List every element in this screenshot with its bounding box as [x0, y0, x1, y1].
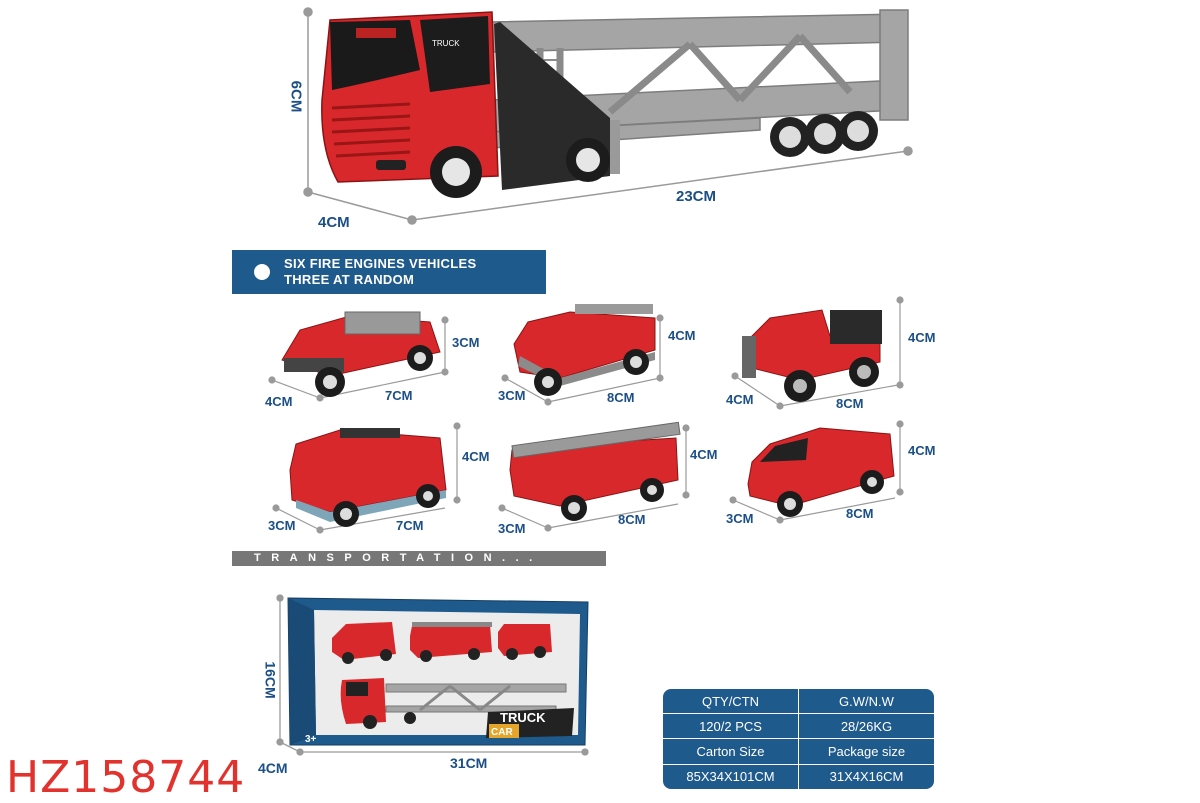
vehicle-4-height: 4CM	[462, 449, 490, 464]
vehicle-3-width: 8CM	[836, 396, 864, 411]
truck-length-label: 23CM	[676, 188, 717, 205]
table-cell: Package size	[798, 738, 934, 765]
vehicle-2-width: 8CM	[607, 390, 635, 405]
package-depth-label: 4CM	[258, 760, 288, 776]
spec-table: QTY/CTN G.W/N.W 120/2 PCS 28/26KG Carton…	[663, 689, 934, 789]
vehicle-4-depth: 3CM	[268, 518, 296, 533]
vehicle-5-height: 4CM	[690, 447, 718, 462]
vehicle-3-height: 4CM	[908, 330, 936, 345]
truck-depth-label: 4CM	[318, 214, 350, 231]
table-cell: 31X4X16CM	[798, 763, 934, 789]
table-cell: Carton Size	[663, 738, 799, 765]
banner-line-2: THREE AT RANDOM	[284, 272, 415, 287]
vehicle-1-height: 3CM	[452, 335, 480, 350]
vehicle-6-width: 8CM	[846, 506, 874, 521]
vehicle-5-depth: 3CM	[498, 521, 526, 536]
vehicle-2-graphic	[513, 304, 656, 396]
package-logo-top: TRUCK	[500, 710, 546, 725]
vehicle-6-graphic	[747, 427, 895, 517]
cab-badge: TRUCK	[432, 39, 460, 48]
table-row: Carton Size Package size	[663, 738, 934, 765]
age-badge: 3+	[305, 734, 317, 745]
vehicle-4-width: 7CM	[396, 518, 424, 533]
package-height-label: 16CM	[262, 661, 279, 699]
vehicle-3-graphic	[742, 309, 882, 402]
table-cell: 85X34X101CM	[663, 763, 799, 789]
vehicle-6-height: 4CM	[908, 443, 936, 458]
table-row: 85X34X101CM 31X4X16CM	[663, 763, 934, 789]
table-cell: 120/2 PCS	[663, 713, 799, 740]
package-logo-bottom: CAR	[491, 727, 513, 738]
vehicle-5-width: 8CM	[618, 512, 646, 527]
table-cell: 28/26KG	[798, 713, 934, 740]
table-cell: G.W/N.W	[798, 689, 934, 715]
table-row: QTY/CTN G.W/N.W	[663, 689, 934, 715]
transportation-strip: TRANSPORTATION...	[232, 551, 606, 566]
info-banner: SIX FIRE ENGINES VEHICLES THREE AT RANDO…	[232, 250, 546, 294]
vehicle-5-graphic	[509, 421, 681, 521]
item-code: HZ158744	[6, 752, 246, 803]
bullet-dot-icon	[254, 264, 270, 280]
vehicle-1-depth: 4CM	[265, 394, 293, 409]
vehicle-2-depth: 3CM	[498, 388, 526, 403]
vehicle-1-width: 7CM	[385, 388, 413, 403]
package-width-label: 31CM	[450, 755, 488, 771]
vehicle-3-depth: 4CM	[726, 392, 754, 407]
vehicle-6-depth: 3CM	[726, 511, 754, 526]
vehicle-2-height: 4CM	[668, 328, 696, 343]
banner-line-1: SIX FIRE ENGINES VEHICLES	[284, 256, 477, 271]
vehicle-4-graphic	[289, 428, 447, 527]
table-cell: QTY/CTN	[663, 689, 799, 715]
table-row: 120/2 PCS 28/26KG	[663, 713, 934, 740]
vehicle-1-graphic	[281, 311, 441, 397]
